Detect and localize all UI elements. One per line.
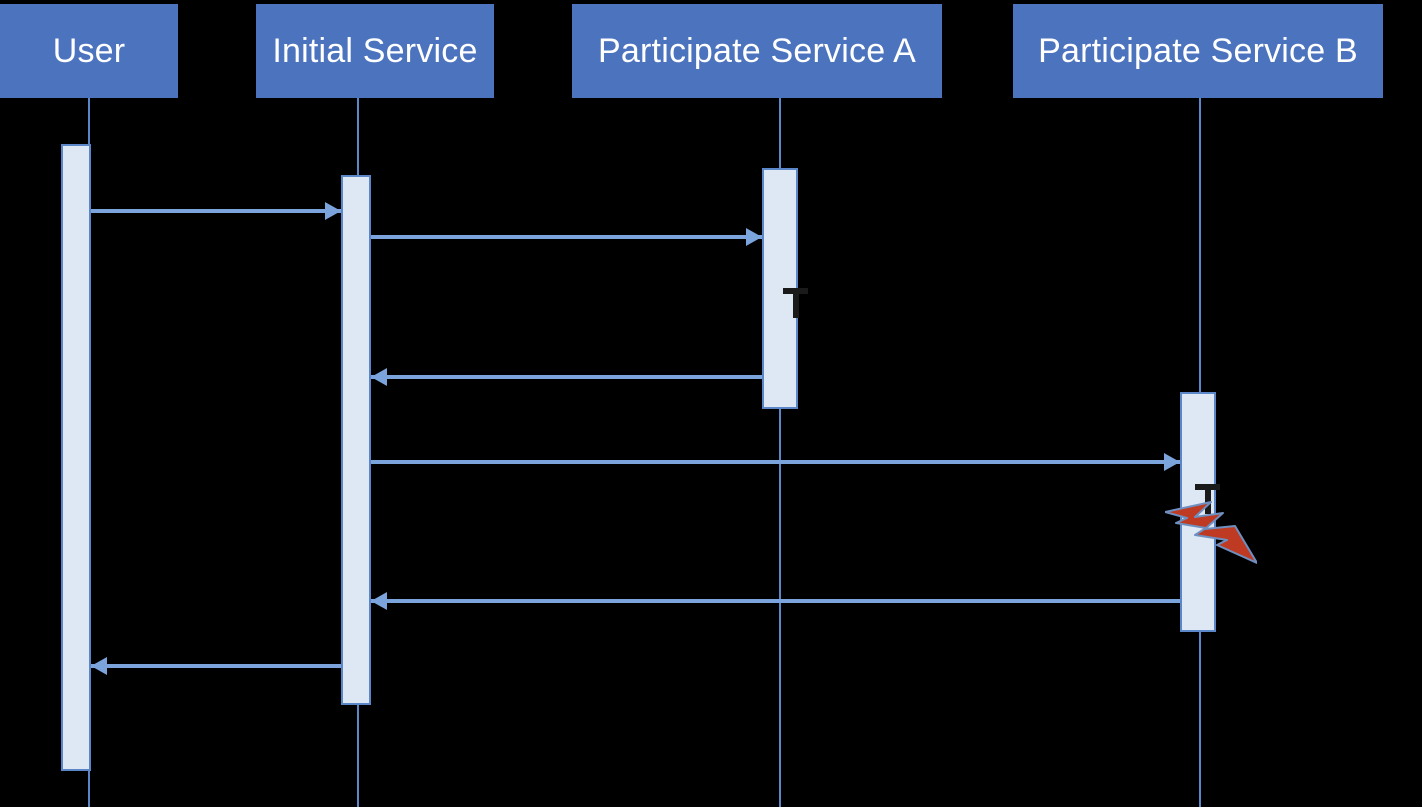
lightning-bolt-shape <box>1164 501 1258 564</box>
t-marker-stem <box>1205 484 1211 514</box>
participant-label-initial-service: Initial Service <box>272 32 478 70</box>
message-line-m3 <box>371 375 762 379</box>
arrowhead-m4 <box>1164 453 1180 471</box>
diagram-title: Distributed transaction sequence with fa… <box>0 0 1 1</box>
participant-box-user[interactable]: User <box>0 4 178 98</box>
lightning-bolt-icon-failure <box>1164 500 1258 565</box>
message-line-m4 <box>371 460 1180 464</box>
message-line-m2 <box>371 235 762 239</box>
participant-box-participate-service-b[interactable]: Participate Service B <box>1013 4 1383 98</box>
arrowhead-m5 <box>371 592 387 610</box>
lifeline-participate-service-a <box>779 98 781 807</box>
t-marker-icon-participate-service-a <box>783 288 808 318</box>
activation-initial-service <box>341 175 371 705</box>
t-marker-icon-participate-service-b <box>1195 484 1220 514</box>
participant-box-participate-service-a[interactable]: Participate Service A <box>572 4 942 98</box>
participant-label-participate-service-a: Participate Service A <box>598 32 916 70</box>
arrowhead-m2 <box>746 228 762 246</box>
lightning-bolt-svg <box>1164 501 1258 564</box>
participant-box-initial-service[interactable]: Initial Service <box>256 4 494 98</box>
activation-user <box>61 144 91 771</box>
arrowhead-m3 <box>371 368 387 386</box>
message-line-m1 <box>91 209 341 213</box>
participant-label-participate-service-b: Participate Service B <box>1038 32 1358 70</box>
arrowhead-m6 <box>91 657 107 675</box>
message-line-m5 <box>371 599 1180 603</box>
message-line-m6 <box>91 664 341 668</box>
participant-label-user: User <box>52 32 126 70</box>
t-marker-stem <box>793 288 799 318</box>
arrowhead-m1 <box>325 202 341 220</box>
